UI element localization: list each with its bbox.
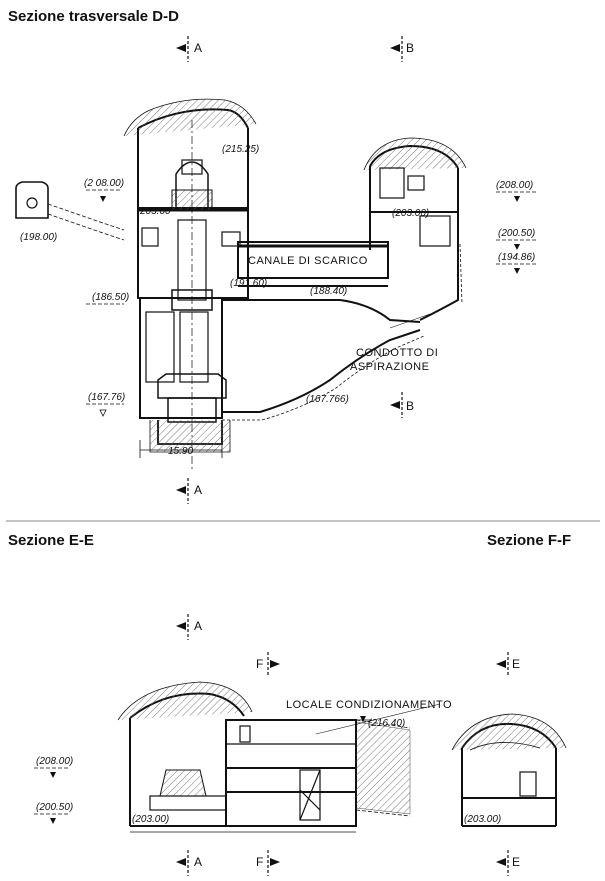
ee-level-216-40: (216.40) [368, 718, 405, 729]
ee-marker-a-bottom-label: A [194, 855, 202, 869]
locale-condizionamento-label: LOCALE CONDIZIONAMENTO [286, 699, 452, 711]
level-208-right: (208.00) [496, 180, 533, 191]
section-marker-a-bottom [176, 478, 189, 504]
condotto-label-1: CONDOTTO DI [356, 347, 438, 359]
ee-marker-a-top [176, 614, 189, 640]
level-188-40: (188.40) [310, 286, 347, 297]
ff-marker-e-top-label: E [512, 657, 520, 671]
section-ee-drawing [34, 614, 567, 876]
level-203-a: 203.00 [139, 206, 171, 217]
level-200-50: (200.50) [498, 228, 535, 239]
ee-marker-f-top-label: F [256, 657, 263, 671]
ee-marker-a-bottom [176, 850, 189, 876]
ee-level-208: (208.00) [36, 756, 73, 767]
ff-marker-e-bottom [496, 850, 509, 876]
ee-marker-f-top [267, 652, 280, 676]
marker-b-bottom-label: B [406, 399, 414, 413]
level-191-60: (191.60) [230, 278, 267, 289]
section-marker-a-top [176, 36, 189, 62]
section-ee-title: Sezione E-E [8, 532, 94, 549]
section-ff-title: Sezione F-F [487, 532, 572, 549]
ee-marker-f-bottom [267, 850, 280, 876]
level-198: (198.00) [20, 232, 57, 243]
level-208-left: (2 08.00) [84, 178, 124, 189]
ee-marker-a-top-label: A [194, 619, 202, 633]
section-dd-drawing [15, 36, 536, 504]
section-dd-title: Sezione trasversale D-D [8, 8, 179, 25]
canal-label: CANALE DI SCARICO [248, 255, 368, 267]
ee-level-200-50: (200.50) [36, 802, 73, 813]
ee-marker-f-bottom-label: F [256, 855, 263, 869]
ff-marker-e-top [496, 652, 509, 676]
ff-level-203: (203.00) [464, 814, 501, 825]
marker-a-top-label: A [194, 41, 202, 55]
level-167-76: (167.76) [88, 392, 125, 403]
section-marker-b-top [390, 36, 403, 62]
marker-b-top-label: B [406, 41, 414, 55]
marker-a-bottom-label: A [194, 483, 202, 497]
level-215-25: (215.25) [222, 144, 259, 155]
condotto-label-2: ASPIRAZIONE [350, 361, 429, 373]
ee-level-203: (203.00) [132, 814, 169, 825]
level-167-766: (167.766) [306, 394, 349, 405]
level-186-50: (186.50) [92, 292, 129, 303]
section-marker-b-bottom [390, 392, 403, 418]
dimension-15-90: 15.90 [168, 446, 193, 457]
ff-marker-e-bottom-label: E [512, 855, 520, 869]
level-203-b: (203.00) [392, 208, 429, 219]
level-194-86: (194.86) [498, 252, 535, 263]
